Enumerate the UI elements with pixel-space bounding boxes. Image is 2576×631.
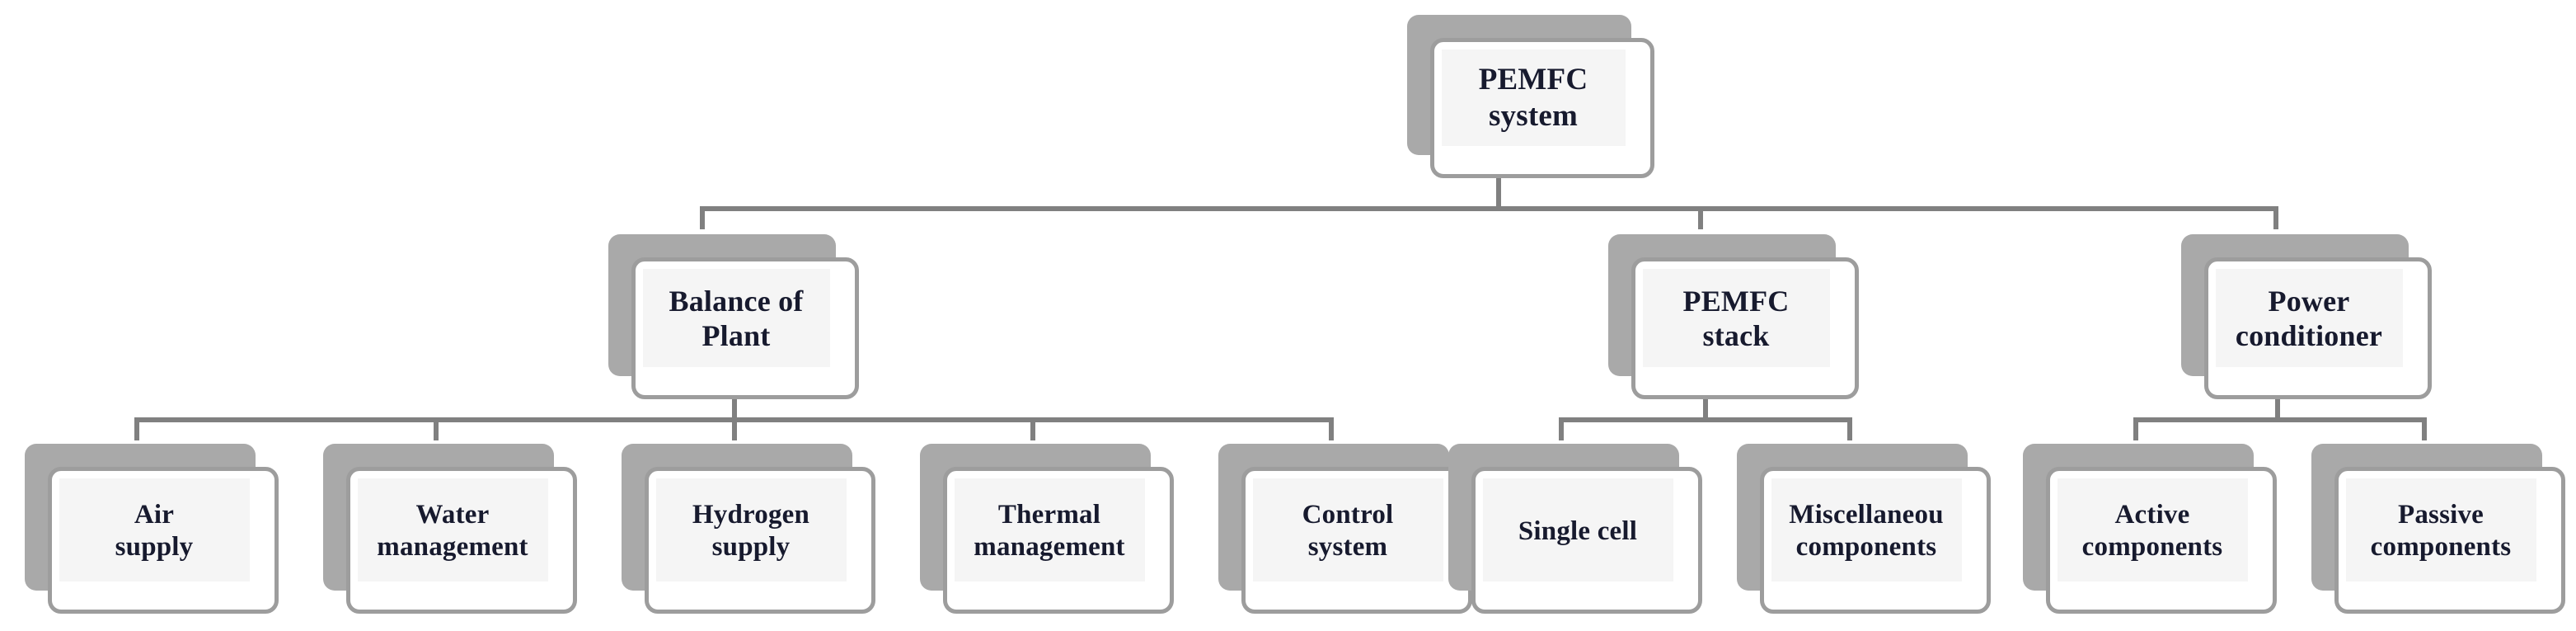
node-label: Miscellaneou components [1789,500,1944,562]
node-face: Air supply [48,467,279,614]
connector-to-balance-of-plant [700,206,705,229]
node-label: Hydrogen supply [692,500,810,562]
node-inner-fill [1442,49,1626,146]
node-active-components[interactable]: Active components [2023,444,2277,614]
connector-level1-bus [700,206,2278,211]
node-hydrogen-supply[interactable]: Hydrogen supply [622,444,875,614]
connector-stack-drop-single-cell [1559,417,1564,440]
node-inner-fill [59,478,250,582]
node-single-cell[interactable]: Single cell [1448,444,1702,614]
connector-power-drop-active [2133,417,2138,440]
node-face: Passive components [2334,467,2565,614]
node-pemfc-system[interactable]: PEMFC system [1407,15,1654,178]
node-inner-fill [656,478,847,582]
connector-to-power-conditioner [2273,206,2278,229]
node-inner-fill [2058,478,2248,582]
node-face: Active components [2046,467,2277,614]
node-face: Control system [1241,467,1472,614]
connector-stack-drop-miscellaneous [1847,417,1852,440]
node-inner-fill [955,478,1145,582]
connector-bop-drop-control-system [1329,417,1334,440]
connector-bop-drop-thermal-management [1030,417,1035,440]
node-power-conditioner[interactable]: Power conditioner [2181,234,2432,399]
connector-bop-drop-hydrogen-supply [732,417,737,440]
node-label: Power conditioner [2235,284,2383,352]
node-thermal-management[interactable]: Thermal management [920,444,1174,614]
node-face: Single cell [1471,467,1702,614]
node-face: Hydrogen supply [645,467,875,614]
node-inner-fill [2346,478,2536,582]
node-label: Active components [2081,500,2223,562]
node-pemfc-stack[interactable]: PEMFC stack [1608,234,1859,399]
connector-to-pemfc-stack [1698,206,1703,229]
node-label: Single cell [1518,516,1638,546]
connector-bop-drop-water-management [434,417,439,440]
connector-stack-stem [1703,389,1708,422]
node-inner-fill [2216,269,2403,367]
node-air-supply[interactable]: Air supply [25,444,279,614]
connector-power-drop-passive [2422,417,2427,440]
node-label: Control system [1302,500,1394,562]
node-inner-fill [1483,478,1673,582]
node-face: Miscellaneou components [1760,467,1991,614]
node-face: Water management [346,467,577,614]
connector-stack-bus [1559,417,1852,422]
connector-bop-drop-air-supply [134,417,139,440]
node-miscellaneous-components[interactable]: Miscellaneou components [1737,444,1991,614]
node-face: Power conditioner [2204,257,2432,399]
node-inner-fill [1643,269,1830,367]
node-inner-fill [1253,478,1443,582]
connector-power-stem [2275,389,2280,422]
node-face: Balance of Plant [631,257,859,399]
node-inner-fill [643,269,830,367]
node-label: PEMFC system [1478,63,1588,133]
node-control-system[interactable]: Control system [1218,444,1472,614]
node-label: Balance of Plant [669,284,804,352]
node-water-management[interactable]: Water management [323,444,577,614]
node-balance-of-plant[interactable]: Balance of Plant [608,234,859,399]
node-label: Passive components [2370,500,2512,562]
node-label: PEMFC stack [1682,284,1790,352]
connector-power-bus [2133,417,2427,422]
node-label: Air supply [115,500,194,562]
node-face: PEMFC system [1430,38,1654,178]
connector-bop-stem [732,389,737,422]
node-passive-components[interactable]: Passive components [2311,444,2565,614]
node-inner-fill [1771,478,1962,582]
connector-root-stem [1496,170,1501,211]
node-face: Thermal management [943,467,1174,614]
node-label: Water management [377,500,528,562]
node-inner-fill [358,478,548,582]
node-face: PEMFC stack [1631,257,1859,399]
node-label: Thermal management [974,500,1125,562]
